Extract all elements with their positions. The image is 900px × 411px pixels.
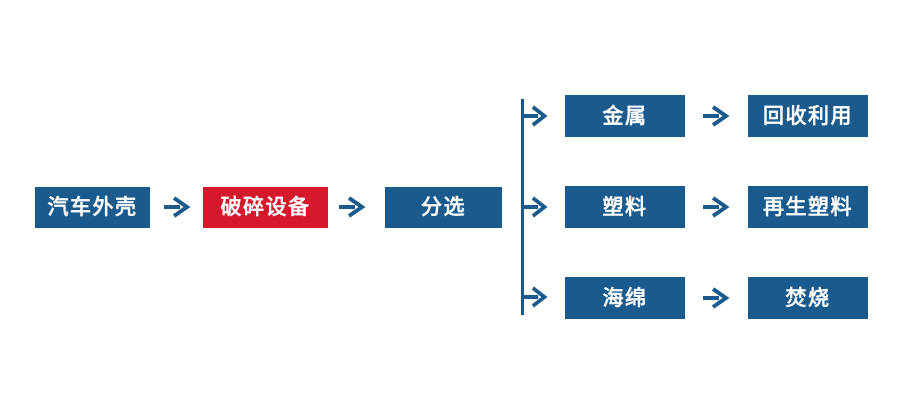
node-sponge: 海绵 [565,277,685,319]
node-recycle-reuse: 回收利用 [748,95,868,137]
node-metal: 金属 [565,95,685,137]
arrow-right-icon [338,196,366,218]
node-sorting: 分选 [385,187,502,228]
arrow-right-icon [523,196,548,218]
arrow-right-icon [163,196,191,218]
node-recycled-plastic: 再生塑料 [748,186,868,228]
node-crushing-equipment: 破碎设备 [203,187,328,228]
node-car-shell: 汽车外壳 [35,187,150,228]
arrow-right-icon [702,287,730,309]
branch-connector-line [521,99,524,315]
node-plastic: 塑料 [565,186,685,228]
arrow-right-icon [523,286,548,308]
arrow-right-icon [702,105,730,127]
node-incineration: 焚烧 [748,277,868,319]
arrow-right-icon [523,105,548,127]
arrow-right-icon [702,196,730,218]
